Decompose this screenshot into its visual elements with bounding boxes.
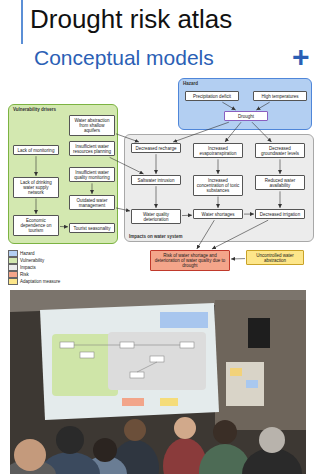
connector-arrow	[92, 183, 93, 194]
legend-swatch	[8, 250, 18, 257]
connector-arrow	[212, 220, 268, 249]
region-heading: Impacts on water system	[129, 234, 183, 239]
process-box: Drought	[224, 111, 268, 121]
process-box: Water quality deterioration	[131, 209, 181, 224]
group-region: Vulnerability driversWater abstraction f…	[8, 104, 118, 244]
process-box: Uncontrolled water abstraction	[246, 250, 304, 265]
box-text: Drought	[227, 114, 265, 119]
process-box: Economic dependence on tourism	[13, 215, 59, 236]
connector-arrow	[225, 122, 241, 142]
process-box: Decreased groundwater levels	[255, 143, 305, 158]
box-text: Risk of water shortage and deterioration…	[153, 253, 227, 269]
connector-arrow	[36, 156, 37, 176]
group-region: Impacts on water system Decreased recharg…	[124, 134, 314, 242]
process-box: Insufficient water quality monitoring	[69, 167, 115, 182]
connector-arrow	[280, 159, 281, 174]
legend-row: Hazard	[8, 250, 60, 257]
box-text: Increased concentration of toxic substan…	[196, 178, 240, 194]
slide-title: Drought risk atlas	[30, 4, 232, 35]
process-box: Reduced water availability	[255, 175, 305, 190]
connector-arrow	[231, 258, 245, 259]
box-text: Lack of drinking water supply network	[16, 180, 56, 196]
connector-arrow	[256, 102, 269, 110]
region-heading: Hazard	[183, 81, 198, 86]
process-box: Increased concentration of toxic substan…	[193, 175, 243, 196]
connector-arrow	[116, 208, 130, 211]
legend-text: Vulnerability	[20, 258, 44, 263]
plus-icon: +	[292, 40, 310, 74]
connector-arrow	[116, 134, 139, 142]
box-text: Decreased groundwater levels	[258, 146, 302, 156]
box-text: Uncontrolled water abstraction	[249, 253, 301, 263]
connector-arrow	[218, 159, 219, 174]
connector-arrow	[156, 154, 157, 174]
connector-arrow	[156, 186, 157, 208]
connector-arrow	[36, 199, 37, 214]
process-box: Water shortages	[193, 209, 243, 219]
connector-arrow	[218, 197, 219, 208]
box-text: Insufficient water quality monitoring	[72, 170, 112, 180]
process-box: Decreased irrigation	[255, 209, 305, 219]
connector-arrow	[222, 102, 235, 110]
legend-swatch	[8, 264, 18, 271]
legend: HazardVulnerabilityImpactsRiskAdaptation…	[8, 250, 60, 285]
legend-text: Risk	[20, 272, 29, 277]
process-box: Risk of water shortage and deterioration…	[150, 250, 230, 271]
process-box: Lack of drinking water supply network	[13, 177, 59, 198]
process-box: Precipitation deficit	[185, 91, 239, 101]
box-text: Precipitation deficit	[188, 94, 236, 99]
connector-arrow	[244, 214, 254, 215]
box-text: Outdated water management	[72, 198, 112, 208]
workshop-photo	[10, 290, 306, 474]
box-text: Reduced water availability	[258, 178, 302, 188]
box-text: Tourist seasonality	[72, 226, 112, 231]
people	[10, 417, 302, 474]
legend-swatch	[8, 271, 18, 278]
accent-bar	[21, 0, 23, 44]
process-box: Decreased recharge	[131, 143, 181, 153]
legend-text: Adaptation measure	[20, 279, 60, 284]
process-box: Water abstraction from shallow aquifers	[69, 115, 115, 136]
projected-diagram	[40, 303, 219, 420]
process-box: Increased evapotranspiration	[193, 143, 243, 158]
connector-arrow	[60, 226, 68, 227]
group-region: HazardPrecipitation deficit High temperat…	[178, 78, 312, 130]
connector-arrow	[182, 215, 192, 216]
slide-subtitle: Conceptual models	[34, 46, 214, 70]
connector-layer	[0, 0, 320, 290]
connector-arrow	[252, 122, 271, 142]
legend-row: Risk	[8, 271, 60, 278]
process-box: High temperatures	[253, 91, 307, 101]
box-text: Water shortages	[196, 212, 240, 217]
process-box: Lack of monitoring	[13, 145, 59, 155]
connector-arrow	[197, 220, 214, 249]
box-text: Water quality deterioration	[134, 212, 178, 222]
region-heading: Vulnerability drivers	[13, 107, 56, 112]
process-box: Saltwater intrusion	[131, 175, 181, 185]
box-text: Increased evapotranspiration	[196, 146, 240, 156]
box-text: Decreased irrigation	[258, 212, 302, 217]
legend-row: Impacts	[8, 264, 60, 271]
process-box: Insufficient water resources planning	[69, 141, 115, 156]
box-text: High temperatures	[256, 94, 304, 99]
process-box: Tourist seasonality	[69, 223, 115, 233]
legend-row: Vulnerability	[8, 257, 60, 264]
box-text: Decreased recharge	[134, 146, 178, 151]
connector-arrow	[110, 157, 144, 174]
legend-row: Adaptation measure	[8, 278, 60, 285]
connector-arrow	[173, 122, 229, 142]
connector-arrow	[280, 191, 281, 208]
box-text: Water abstraction from shallow aquifers	[72, 118, 112, 134]
process-box: Outdated water management	[69, 195, 115, 210]
legend-swatch	[8, 278, 18, 285]
legend-text: Impacts	[20, 265, 36, 270]
legend-swatch	[8, 257, 18, 264]
box-text: Lack of monitoring	[16, 148, 56, 153]
box-text: Insufficient water resources planning	[72, 144, 112, 154]
room	[10, 290, 306, 474]
box-text: Saltwater intrusion	[134, 178, 178, 183]
legend-text: Hazard	[20, 251, 35, 256]
box-text: Economic dependence on tourism	[16, 218, 56, 234]
